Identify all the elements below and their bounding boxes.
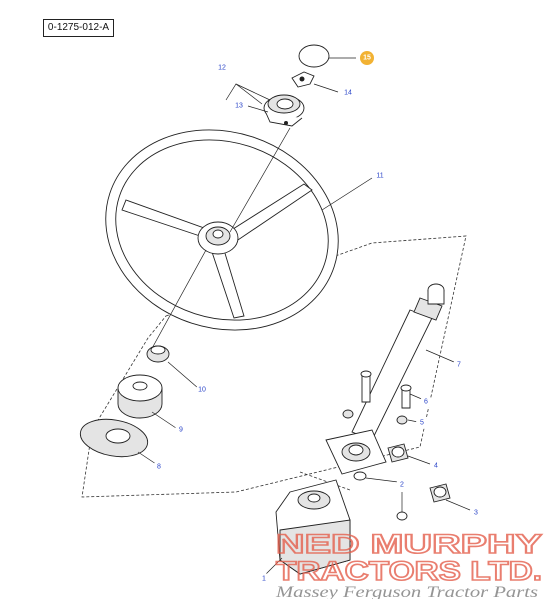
column-mount-flange xyxy=(325,429,387,475)
steering-control-unit xyxy=(275,479,351,575)
hydraulic-fitting-lower xyxy=(429,483,451,503)
column-assembly-boundary xyxy=(81,235,467,498)
callout-9[interactable]: 9 xyxy=(175,424,187,436)
callout-6[interactable]: 6 xyxy=(420,396,432,408)
horn-cap-disc xyxy=(298,44,330,68)
svg-text:8: 8 xyxy=(157,464,161,471)
callout-1[interactable]: 1 xyxy=(258,573,270,585)
svg-text:13: 13 xyxy=(235,103,243,110)
washer xyxy=(396,415,408,425)
svg-text:2: 2 xyxy=(400,482,404,489)
callout-7[interactable]: 7 xyxy=(453,359,465,371)
svg-text:9: 9 xyxy=(179,427,183,434)
svg-text:10: 10 xyxy=(198,387,206,394)
svg-text:7: 7 xyxy=(457,362,461,369)
diagram-reference-code: 0-1275-012-A xyxy=(43,19,114,37)
callout-5[interactable]: 5 xyxy=(416,417,428,429)
callout-12[interactable]: 12 xyxy=(216,62,228,74)
svg-text:1: 1 xyxy=(262,576,266,583)
wheel-spacer xyxy=(146,345,170,363)
steering-column xyxy=(351,283,445,441)
sealing-washers xyxy=(353,471,408,521)
callout-14[interactable]: 14 xyxy=(342,87,354,99)
svg-text:5: 5 xyxy=(420,420,424,427)
svg-text:6: 6 xyxy=(424,399,428,406)
column-bush xyxy=(117,374,163,419)
svg-text:15: 15 xyxy=(363,55,371,62)
hub-cover xyxy=(263,94,305,127)
callout-3[interactable]: 3 xyxy=(470,507,482,519)
svg-text:14: 14 xyxy=(344,90,352,97)
svg-text:12: 12 xyxy=(218,65,226,72)
steering-wheel xyxy=(105,129,339,331)
callout-4[interactable]: 4 xyxy=(430,460,442,472)
svg-text:4: 4 xyxy=(434,463,438,470)
column-seal xyxy=(79,418,149,458)
svg-text:3: 3 xyxy=(474,510,478,517)
dealer-watermark: NED MURPHY TRACTORS LTD. Massey Ferguson… xyxy=(275,528,543,599)
watermark-line1: NED MURPHY xyxy=(276,529,542,559)
bolt-set xyxy=(360,370,412,409)
watermark-line2: TRACTORS LTD. xyxy=(276,556,542,586)
hydraulic-fitting xyxy=(387,443,409,463)
callout-15[interactable]: 15 xyxy=(360,51,374,65)
center-badge xyxy=(291,71,315,88)
watermark-tagline: Massey Ferguson Tractor Parts xyxy=(275,584,538,599)
callout-8[interactable]: 8 xyxy=(153,461,165,473)
washer xyxy=(342,409,354,419)
callout-11[interactable]: 11 xyxy=(374,170,386,182)
svg-text:11: 11 xyxy=(376,173,383,180)
callout-10[interactable]: 10 xyxy=(196,384,208,396)
callout-13[interactable]: 13 xyxy=(233,100,245,112)
callout-2[interactable]: 2 xyxy=(396,479,408,491)
